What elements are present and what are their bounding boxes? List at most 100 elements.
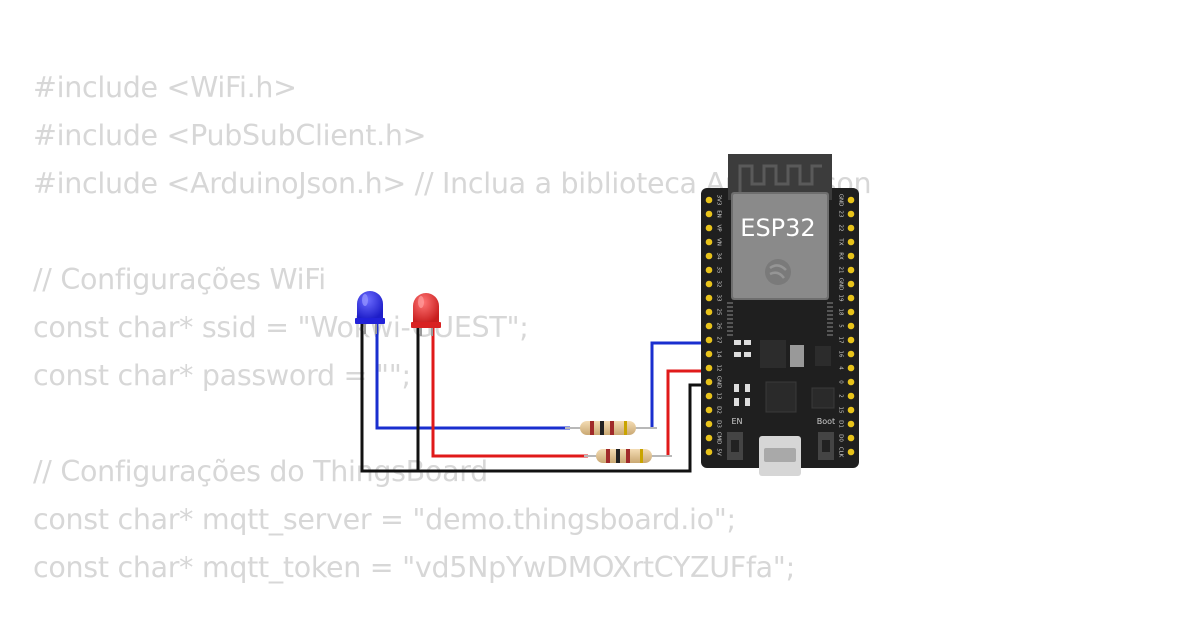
module-pad [827,330,833,332]
right-pin[interactable] [847,364,855,372]
left-pin-label: 34 [716,253,722,260]
left-pin-label: EN [716,210,722,218]
module-pad [727,330,733,332]
right-pin[interactable] [847,322,855,330]
right-pin-label: 18 [838,309,844,316]
right-pin[interactable] [847,434,855,442]
module-pad [827,314,833,316]
right-pin[interactable] [847,378,855,386]
left-pin-label: 25 [716,309,722,316]
right-pin[interactable] [847,280,855,288]
left-pin[interactable] [705,280,713,288]
esp32-board[interactable]: ESP32 EN Boot [701,154,859,476]
right-pin[interactable] [847,294,855,302]
left-pin-label: 5V [716,448,722,455]
right-pin[interactable] [847,238,855,246]
left-pin[interactable] [705,350,713,358]
left-pin[interactable] [705,308,713,316]
right-pin[interactable] [847,252,855,260]
code-line: const char* password = ""; [33,359,411,392]
module-pad [827,334,833,336]
code-line: const char* mqtt_server = "demo.thingsbo… [33,503,736,536]
left-pin-label: D3 [716,420,722,428]
left-pin[interactable] [705,364,713,372]
right-pin-label: 16 [838,351,844,358]
wire-blue[interactable] [375,318,712,430]
left-pin[interactable] [705,336,713,344]
left-pin-label: 14 [716,351,722,358]
module-pad [727,306,733,308]
right-pin-label: D0 [838,434,844,442]
module-pad [727,322,733,324]
left-pin-label: VN [716,238,722,246]
right-pin[interactable] [847,308,855,316]
left-pin-label: 32 [716,281,722,288]
right-pin-label: D1 [838,420,844,428]
right-pin[interactable] [847,196,855,204]
code-line: // Configurações WiFi [33,263,326,296]
right-pin-label: 21 [838,267,844,274]
module-pad [827,318,833,320]
left-pin[interactable] [705,392,713,400]
right-pin-label: 2 [838,394,844,398]
left-pin[interactable] [705,252,713,260]
right-pin-label: 19 [838,295,844,302]
left-pin-label: 33 [716,295,722,302]
left-pin-label: 27 [716,337,722,344]
module-pad [727,314,733,316]
left-pin[interactable] [705,294,713,302]
left-pin[interactable] [705,322,713,330]
left-pin[interactable] [705,406,713,414]
left-pin-label: VP [716,224,722,232]
left-pin-label: 3V3 [716,195,722,206]
module-pad [727,326,733,328]
left-pin[interactable] [705,266,713,274]
en-button[interactable] [727,432,743,460]
right-pin[interactable] [847,420,855,428]
right-pin[interactable] [847,210,855,218]
board-label: ESP32 [740,214,815,242]
boot-button[interactable] [818,432,834,460]
right-pin-label: CLK [838,447,844,458]
left-pin[interactable] [705,224,713,232]
wire-black[interactable] [360,318,712,473]
right-pin-label: 23 [838,211,844,218]
left-pin[interactable] [705,238,713,246]
right-pin[interactable] [847,336,855,344]
right-pin-label: 22 [838,225,844,232]
resistor-1[interactable] [565,421,657,435]
left-pin[interactable] [705,210,713,218]
left-pin-label: CMD [716,432,722,445]
left-pin[interactable] [705,196,713,204]
usb-port [759,436,801,476]
right-pin[interactable] [847,406,855,414]
right-pin[interactable] [847,350,855,358]
right-pin-label: RX [838,252,844,260]
right-pin-label: GND [838,194,844,207]
code-line: #include <PubSubClient.h> [33,119,427,152]
left-pin-label: 12 [716,365,722,372]
left-pin[interactable] [705,448,713,456]
wire-red[interactable] [431,322,712,458]
right-pin[interactable] [847,448,855,456]
left-pin-label: 13 [716,393,722,400]
module-pad [827,322,833,324]
left-pin[interactable] [705,434,713,442]
right-pin[interactable] [847,392,855,400]
module-pad [827,306,833,308]
resistor-2[interactable] [584,449,672,463]
right-pin-label: 5 [838,324,844,328]
right-pin[interactable] [847,266,855,274]
right-pin-label: TX [838,237,844,245]
right-pin[interactable] [847,224,855,232]
led-blue[interactable] [355,291,385,334]
boot-label: Boot [817,417,835,426]
right-pin-label: 15 [838,407,844,414]
code-line: const char* mqtt_token = "vd5NpYwDMOXrtC… [33,551,795,584]
left-pin[interactable] [705,378,713,386]
module-pad [727,334,733,336]
led-red[interactable] [411,293,441,336]
code-line: #include <WiFi.h> [33,71,297,104]
left-pin[interactable] [705,420,713,428]
left-pin-label: GND [716,376,722,389]
